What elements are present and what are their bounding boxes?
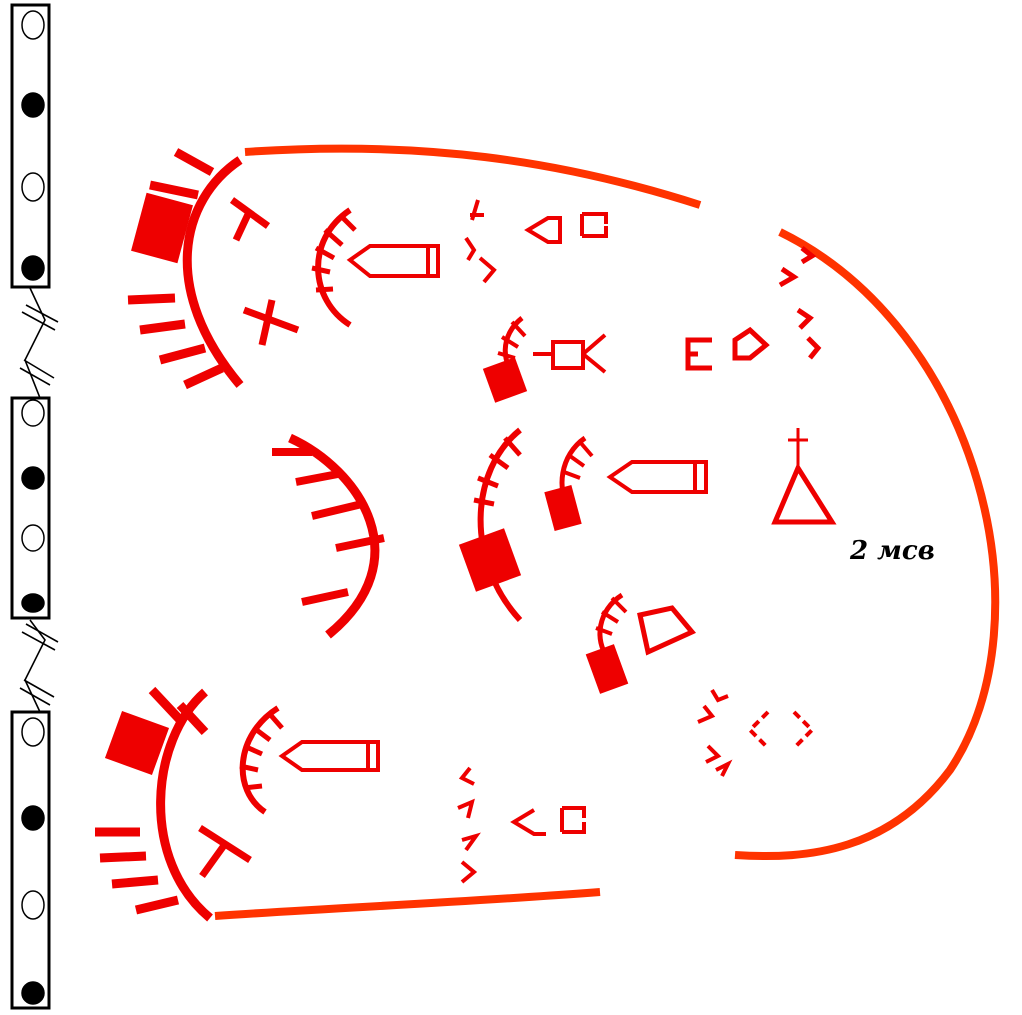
- circle-filled: [21, 981, 45, 1005]
- circle-hollow: [21, 717, 45, 747]
- boundary-arc: [214, 144, 1000, 920]
- circle-filled: [21, 593, 45, 613]
- reserve-post-icon: [637, 605, 697, 656]
- strip-segment-middle: [10, 396, 51, 620]
- strip-circles: [21, 10, 45, 1005]
- circle-hollow: [21, 890, 45, 920]
- trench-arc: [272, 433, 385, 639]
- circle-filled: [21, 255, 45, 281]
- strip-segment-top: [10, 3, 51, 289]
- lower-center-post: [585, 592, 697, 694]
- circle-hollow: [21, 10, 45, 40]
- observation-post-icon: [229, 197, 300, 346]
- lower-left-position: [95, 686, 380, 922]
- command-post-icon: [346, 244, 440, 278]
- tank-icon: [482, 357, 528, 403]
- lower-center-small-post: [457, 766, 586, 884]
- circle-filled: [21, 466, 45, 490]
- circle-filled: [21, 805, 45, 831]
- triangle-flag-icon: [771, 428, 837, 525]
- wire-connector: [19, 287, 59, 713]
- tank-icon: [585, 644, 629, 694]
- observation-post-icon: [198, 825, 252, 879]
- strip-segment-bottom: [10, 710, 51, 1010]
- center-position: [458, 427, 708, 623]
- tank-icon: [458, 528, 522, 592]
- circle-filled: [21, 92, 45, 118]
- tank-icon: [104, 710, 170, 776]
- mid-upper-post: [482, 316, 607, 403]
- circle-hollow: [21, 399, 45, 427]
- command-post-icon: [606, 460, 708, 494]
- command-post-icon: [278, 740, 380, 772]
- tank-icon: [544, 485, 582, 531]
- right-upper-post: [685, 246, 822, 371]
- left-strip: [10, 3, 51, 1010]
- lower-right-post: [697, 688, 815, 777]
- command-post-icon: [551, 340, 585, 370]
- unit-label: 2 мсв: [850, 536, 935, 566]
- circle-hollow: [21, 172, 45, 202]
- circle-hollow: [21, 524, 45, 552]
- upper-center-post: [464, 199, 608, 284]
- upper-left-position: [127, 148, 440, 390]
- tank-icon: [131, 192, 193, 264]
